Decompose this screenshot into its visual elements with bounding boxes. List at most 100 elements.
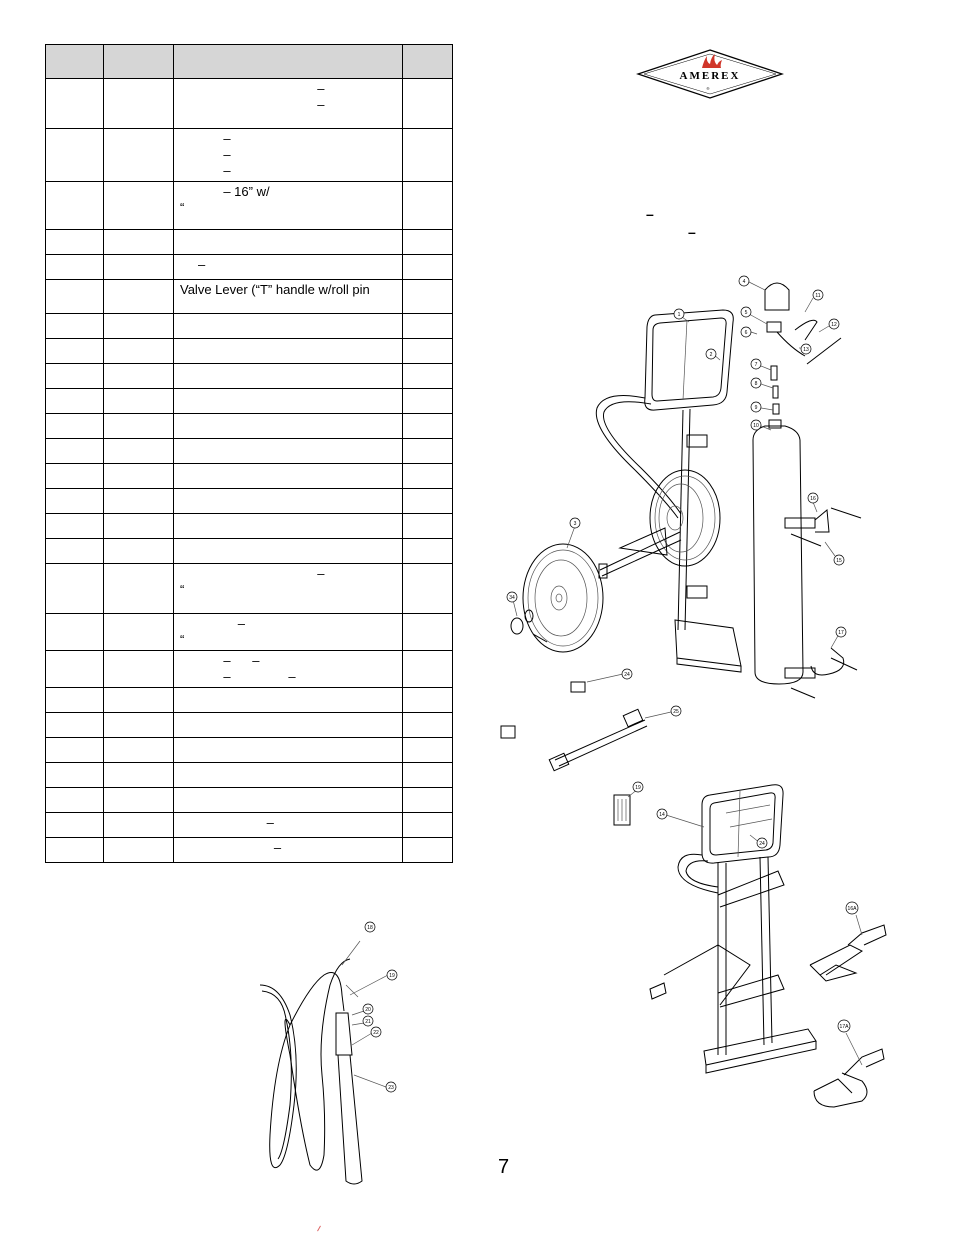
text-fragment-dash: –: [646, 206, 654, 222]
wheel-cap-and-pin: [510, 609, 548, 643]
callout-24: 24: [621, 668, 633, 680]
table-cell-qty: [402, 313, 453, 339]
stray-mark: [317, 1225, 321, 1232]
svg-text:21: 21: [365, 1019, 371, 1025]
table-cell-description: [173, 488, 403, 514]
table-cell-qty: [402, 181, 453, 230]
table-cell-description: –“: [173, 563, 403, 614]
callout-8: 8: [750, 377, 762, 389]
description-line: Valve Lever (“T” handle w/roll pin: [180, 282, 370, 297]
table-cell-item: [45, 254, 104, 280]
callout-13: 13: [800, 343, 812, 355]
description-line: –: [180, 257, 206, 272]
table-cell-item: [45, 538, 104, 564]
table-cell-qty: [402, 563, 453, 614]
table-cell-description: [173, 787, 403, 813]
table-row: [45, 413, 453, 439]
parts-table: – – – – – – 16” w/ “ – Valve Lever (“T” ha…: [45, 44, 453, 863]
description-line: –: [180, 616, 246, 631]
table-cell-description: –: [173, 254, 403, 280]
table-row: [45, 762, 453, 788]
table-cell-qty: [402, 128, 453, 182]
table-cell-item: [45, 78, 104, 129]
table-cell-part: [103, 463, 174, 489]
table-row: – –: [45, 78, 453, 129]
svg-text:16: 16: [810, 496, 816, 502]
svg-text:15: 15: [836, 558, 842, 564]
callout-12: 12: [828, 318, 840, 330]
wheel-right: [649, 469, 721, 567]
table-cell-item: [45, 762, 104, 788]
hand-truck-diagram: 19 14 24 16A 17A: [613, 781, 887, 1108]
callout-34: 34: [506, 591, 518, 603]
table-cell-part: [103, 181, 174, 230]
callout-4: 4: [738, 275, 750, 287]
callout-22: 22: [370, 1026, 382, 1038]
parts-table-body: – – – – – – 16” w/ “ – Valve Lever (“T” ha…: [45, 78, 453, 863]
table-cell-description: – – – –: [173, 650, 403, 688]
table-cell-description: – – –: [173, 128, 403, 182]
callout-21: 21: [362, 1015, 374, 1027]
description-line: –: [180, 97, 325, 112]
table-row: [45, 787, 453, 813]
table-cell-item: [45, 737, 104, 763]
table-row: –: [45, 812, 453, 838]
svg-text:23: 23: [388, 1085, 394, 1091]
table-cell-qty: [402, 812, 453, 838]
description-line: –: [180, 81, 325, 96]
callout-17: 17: [835, 626, 847, 638]
table-cell-qty: [402, 538, 453, 564]
callout-20: 20: [362, 1003, 374, 1015]
header-cell-description: [173, 44, 403, 79]
table-cell-description: [173, 463, 403, 489]
table-cell-qty: [402, 279, 453, 314]
table-cell-qty: [402, 712, 453, 738]
hand-truck-frame: [595, 309, 742, 673]
svg-text:16A: 16A: [848, 906, 858, 912]
description-line: –: [180, 131, 231, 146]
table-row: [45, 712, 453, 738]
description-line: “: [180, 582, 185, 597]
svg-text:25: 25: [673, 709, 679, 715]
table-cell-description: [173, 438, 403, 464]
table-cell-part: [103, 513, 174, 539]
svg-text:11: 11: [815, 293, 820, 299]
callout-19-hose: 19: [386, 969, 398, 981]
svg-text:34: 34: [509, 595, 515, 601]
svg-text:9: 9: [755, 405, 758, 411]
horn: [337, 1054, 363, 1185]
svg-text:20: 20: [365, 1007, 371, 1013]
callout-25: 25: [670, 705, 682, 717]
table-cell-part: [103, 438, 174, 464]
table-cell-description: –: [173, 812, 403, 838]
table-cell-description: [173, 363, 403, 389]
table-cell-item: [45, 787, 104, 813]
table-cell-part: [103, 338, 174, 364]
axle: [598, 527, 682, 579]
table-cell-qty: [402, 513, 453, 539]
callout-leaders: [512, 281, 840, 649]
callout-7: 7: [750, 358, 762, 370]
header-cell-qty: [402, 44, 453, 79]
svg-text:1: 1: [678, 312, 681, 318]
valve-handle: [335, 1012, 353, 1056]
table-cell-part: [103, 837, 174, 863]
table-row: –: [45, 254, 453, 280]
table-cell-qty: [402, 438, 453, 464]
table-row: [45, 687, 453, 713]
description-line: – 16” w/: [180, 184, 270, 199]
svg-text:22: 22: [373, 1030, 379, 1036]
table-row: [45, 438, 453, 464]
svg-text:19: 19: [635, 785, 641, 791]
table-cell-part: [103, 279, 174, 314]
decal: [613, 794, 631, 826]
table-cell-description: – –: [173, 78, 403, 129]
table-cell-item: [45, 388, 104, 414]
bracket-17a: [813, 1048, 885, 1108]
description-line: – –: [180, 669, 296, 684]
table-cell-part: [103, 650, 174, 688]
table-row: [45, 538, 453, 564]
table-row: Valve Lever (“T” handle w/roll pin: [45, 279, 453, 314]
page-number: 7: [498, 1156, 510, 1178]
callout-6: 6: [740, 326, 752, 338]
